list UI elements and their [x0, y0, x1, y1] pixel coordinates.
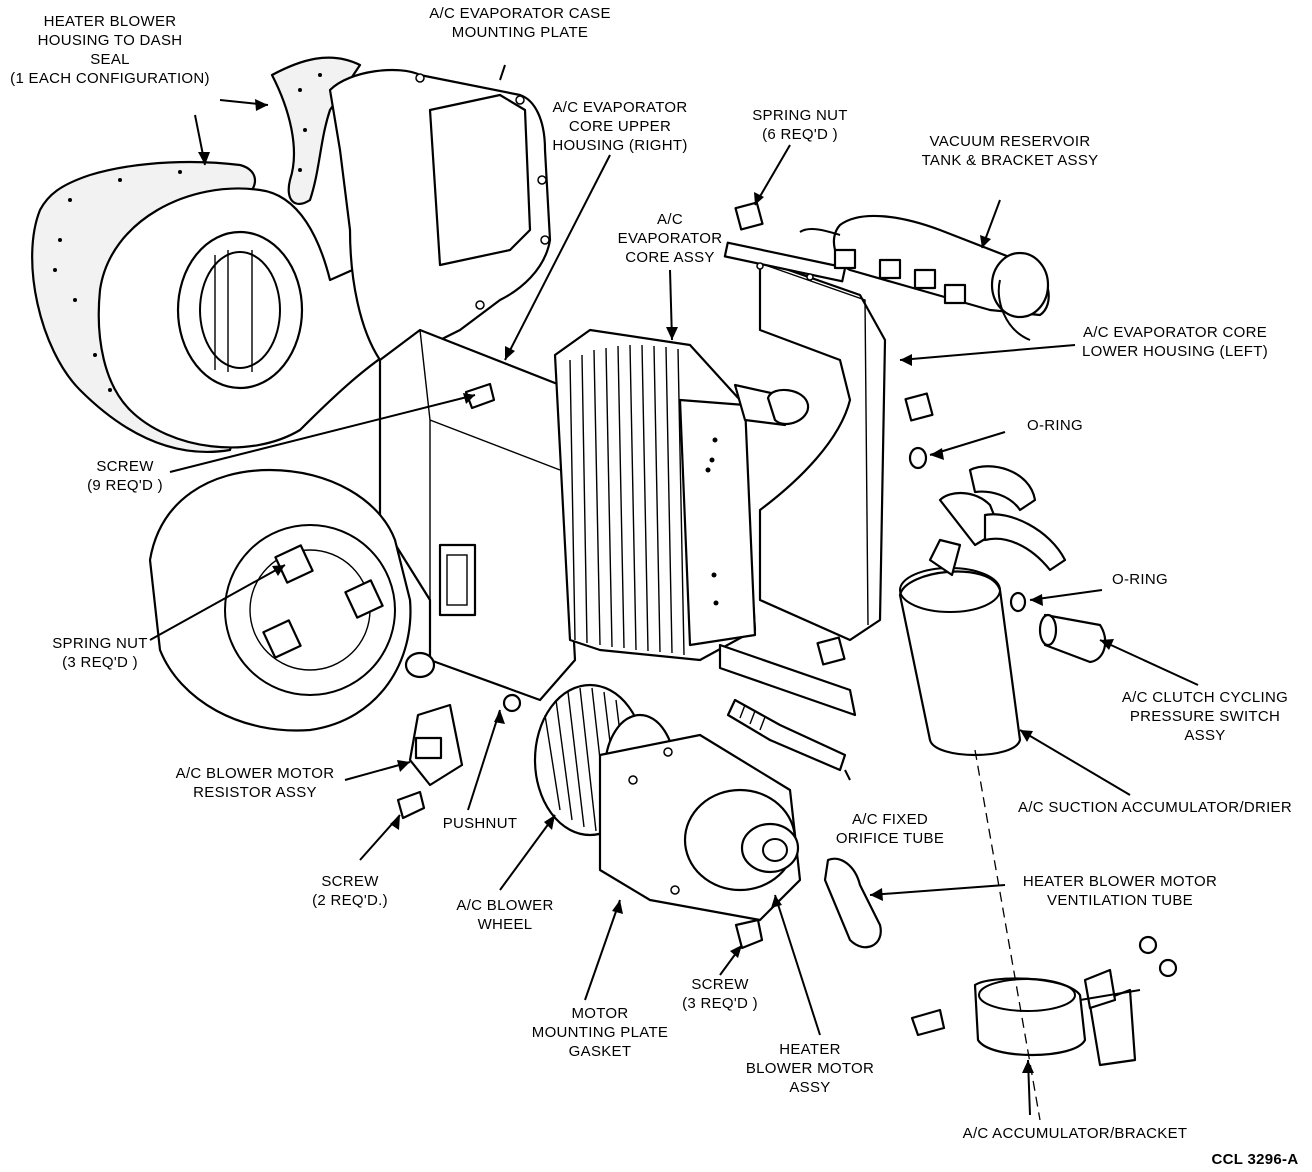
ventilation-tube: [823, 857, 882, 949]
label-case-mounting-plate: A/C EVAPORATOR CASE MOUNTING PLATE: [429, 5, 611, 41]
label-spring-nut-6: SPRING NUT (6 REQ'D ): [752, 107, 848, 143]
label-pushnut: PUSHNUT: [442, 815, 518, 832]
label-screw-9: SCREW (9 REQ'D ): [87, 458, 163, 494]
label-upper-housing: A/C EVAPORATOR CORE UPPER HOUSING (RIGHT…: [552, 99, 688, 154]
label-o-ring-1: O-RING: [1027, 417, 1083, 434]
pressure-switch: [1038, 613, 1107, 664]
screw-housing: [464, 382, 496, 410]
o-ring-upper: [908, 446, 928, 470]
label-blower-wheel: A/C BLOWER WHEEL: [456, 897, 554, 933]
blower-scroll: [148, 468, 436, 732]
label-pressure-switch: A/C CLUTCH CYCLING PRESSURE SWITCH ASSY: [1121, 689, 1289, 744]
pushnut: [502, 693, 522, 713]
label-blower-motor: HEATER BLOWER MOTOR ASSY: [745, 1041, 875, 1096]
label-lower-housing: A/C EVAPORATOR CORE LOWER HOUSING (LEFT): [1081, 324, 1268, 360]
label-orifice-tube: A/C FIXED ORIFICE TUBE: [835, 811, 945, 847]
screw-resistor: [396, 790, 426, 820]
evaporator-core: [553, 328, 857, 717]
leader-lines: [149, 64, 1199, 1116]
lower-housing: [723, 241, 887, 642]
label-suction-accumulator: A/C SUCTION ACCUMULATOR/DRIER: [1017, 799, 1292, 816]
figure-code: CCL 3296-A: [1211, 1151, 1299, 1168]
accumulator-bracket: [910, 935, 1178, 1067]
spring-nuts-6: [734, 201, 934, 666]
label-resistor: A/C BLOWER MOTOR RESISTOR ASSY: [175, 765, 335, 801]
upper-housing: [378, 328, 577, 702]
screw-motor: [734, 918, 764, 950]
orifice-tube: [726, 698, 847, 772]
vacuum-reservoir: [799, 214, 1050, 341]
alignment-line: [974, 749, 1041, 1121]
label-accumulator-bracket: A/C ACCUMULATOR/BRACKET: [962, 1125, 1188, 1142]
label-screw-2: SCREW (2 REQ'D.): [312, 873, 388, 909]
label-spring-nut-3: SPRING NUT (3 REQ'D ): [52, 635, 148, 671]
label-motor-plate-gasket: MOTOR MOUNTING PLATE GASKET: [531, 1005, 669, 1060]
case-mounting-plate: [328, 68, 552, 362]
arrowheads: [198, 99, 1114, 1073]
label-screw-3: SCREW (3 REQ'D ): [682, 976, 758, 1012]
suction-accumulator: [898, 465, 1067, 757]
label-ventilation-tube: HEATER BLOWER MOTOR VENTILATION TUBE: [1022, 873, 1218, 909]
label-housing-dash-seal: HEATER BLOWER HOUSING TO DASH SEAL (1 EA…: [10, 13, 210, 87]
label-vacuum-reservoir: VACUUM RESERVOIR TANK & BRACKET ASSY: [921, 133, 1099, 169]
label-evaporator-core: A/C EVAPORATOR CORE ASSY: [617, 211, 723, 266]
resistor-assy: [408, 703, 464, 787]
blower-motor: [598, 733, 802, 922]
o-ring-lower: [1009, 591, 1027, 613]
label-o-ring-2: O-RING: [1112, 571, 1168, 588]
